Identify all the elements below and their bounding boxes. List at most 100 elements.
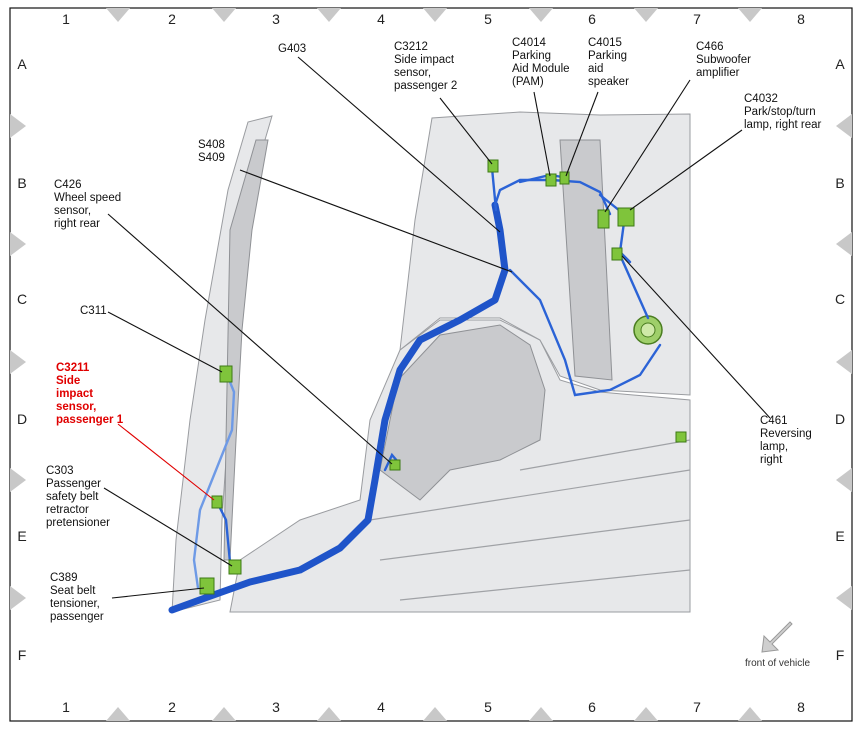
grid-row-a-right: A bbox=[835, 56, 845, 72]
leader-s408 bbox=[239, 169, 513, 273]
callout-c461: C461 Reversing lamp, right bbox=[760, 415, 812, 466]
pillar-harness bbox=[192, 370, 236, 590]
grid-col-3-top: 3 bbox=[272, 11, 280, 27]
callout-g403: G403 bbox=[278, 43, 306, 55]
callout-c389: C389 Seat belt tensioner, passenger bbox=[50, 572, 104, 623]
callout-s408-line-1: S408 bbox=[198, 139, 225, 151]
front-of-vehicle-label: front of vehicle bbox=[745, 658, 810, 669]
border-marker-top-1 bbox=[212, 8, 236, 22]
grid-col-4-top: 4 bbox=[377, 11, 385, 27]
callout-c461-line-4: right bbox=[760, 454, 783, 466]
connector-c4014 bbox=[545, 173, 557, 187]
callout-c426-line-4: right rear bbox=[54, 218, 100, 230]
leader-c311 bbox=[107, 311, 223, 373]
callout-c311-line-1: C311 bbox=[80, 305, 107, 317]
grid-row-b-left: B bbox=[17, 175, 26, 191]
callout-c389-line-1: C389 bbox=[50, 572, 78, 584]
callout-c466: C466 Subwoofer amplifier bbox=[696, 41, 751, 79]
grid-col-1-bottom: 1 bbox=[62, 699, 70, 715]
callout-c466-line-3: amplifier bbox=[696, 67, 740, 79]
border-marker-left-1 bbox=[10, 232, 26, 256]
callout-c466-line-1: C466 bbox=[696, 41, 724, 53]
leader-c303 bbox=[103, 487, 233, 567]
grid-row-f-right: F bbox=[836, 647, 845, 663]
callout-c4015: C4015 Parking aid speaker bbox=[588, 37, 629, 88]
connector-c303 bbox=[228, 559, 242, 575]
connector-c3212 bbox=[487, 159, 499, 173]
border-marker-bottom-2 bbox=[317, 707, 341, 721]
grid-row-c-left: C bbox=[17, 291, 27, 307]
border-marker-right-0 bbox=[836, 114, 852, 138]
connector-c426 bbox=[389, 459, 401, 471]
connector-c461 bbox=[611, 247, 623, 261]
callout-c426: C426 Wheel speed sensor, right rear bbox=[54, 179, 121, 230]
callout-c461-line-1: C461 bbox=[760, 415, 788, 427]
callout-c389-line-4: passenger bbox=[50, 611, 104, 623]
callout-c4014-line-2: Parking bbox=[512, 50, 551, 62]
lower-rear-harness bbox=[508, 268, 662, 397]
callout-c426-line-2: Wheel speed bbox=[54, 192, 121, 204]
leader-c426 bbox=[107, 213, 393, 465]
callout-c4032-line-1: C4032 bbox=[744, 93, 778, 105]
connector-c3211 bbox=[211, 495, 223, 509]
floor-ribs bbox=[369, 439, 691, 601]
callout-c4032-line-2: Park/stop/turn bbox=[744, 106, 816, 118]
grid-row-labels-left: A B C D E F bbox=[17, 56, 27, 663]
border-marker-top-3 bbox=[423, 8, 447, 22]
grid-col-7-top: 7 bbox=[693, 11, 701, 27]
callout-c3211-line-3: impact bbox=[56, 388, 93, 400]
leader-c461 bbox=[621, 255, 771, 419]
c-pillar-panel bbox=[171, 115, 273, 613]
border-marker-right-3 bbox=[836, 468, 852, 492]
callout-g403-line-1: G403 bbox=[278, 43, 306, 55]
grid-col-6-bottom: 6 bbox=[588, 699, 596, 715]
callout-c3212-line-3: sensor, bbox=[394, 67, 431, 79]
border-marker-top-6 bbox=[738, 8, 762, 22]
grid-border-markers bbox=[10, 8, 852, 721]
connector-c311 bbox=[219, 365, 233, 383]
callout-c3212-line-1: C3212 bbox=[394, 41, 428, 53]
border-marker-bottom-3 bbox=[423, 707, 447, 721]
connector-c4015 bbox=[559, 171, 570, 185]
callout-c303-line-4: retractor bbox=[46, 504, 89, 516]
callout-c303-line-2: Passenger bbox=[46, 478, 101, 490]
grid-col-5-top: 5 bbox=[484, 11, 492, 27]
grid-row-d-right: D bbox=[835, 411, 845, 427]
border-marker-left-0 bbox=[10, 114, 26, 138]
callout-s408-s409: S408 S409 bbox=[198, 139, 225, 164]
callout-c3212-line-4: passenger 2 bbox=[394, 80, 457, 92]
grid-column-labels-top: 1 2 3 4 5 6 7 8 bbox=[62, 11, 805, 27]
callout-c303-line-1: C303 bbox=[46, 465, 74, 477]
callout-c389-line-2: Seat belt bbox=[50, 585, 96, 597]
tail-lamp-center bbox=[640, 322, 656, 338]
grid-col-3-bottom: 3 bbox=[272, 699, 280, 715]
border-marker-top-2 bbox=[317, 8, 341, 22]
border-marker-right-1 bbox=[836, 232, 852, 256]
callout-c3212-line-2: Side impact bbox=[394, 54, 455, 66]
grid-col-2-top: 2 bbox=[168, 11, 176, 27]
border-marker-top-4 bbox=[529, 8, 553, 22]
callout-c4015-line-4: speaker bbox=[588, 76, 629, 88]
callout-c3211: C3211 Side impact sensor, passenger 1 bbox=[56, 362, 124, 426]
connector-c466 bbox=[597, 209, 610, 229]
grid-col-2-bottom: 2 bbox=[168, 699, 176, 715]
callout-c4015-line-2: Parking bbox=[588, 50, 627, 62]
grid-row-e-left: E bbox=[17, 528, 26, 544]
border-marker-bottom-4 bbox=[529, 707, 553, 721]
leader-c4015 bbox=[565, 91, 599, 177]
leader-g403 bbox=[297, 56, 501, 233]
border-marker-top-0 bbox=[106, 8, 130, 22]
border-marker-bottom-6 bbox=[738, 707, 762, 721]
callout-c303-line-5: pretensioner bbox=[46, 517, 110, 529]
callout-c461-line-3: lamp, bbox=[760, 441, 788, 453]
grid-col-8-bottom: 8 bbox=[797, 699, 805, 715]
callout-c461-line-2: Reversing bbox=[760, 428, 812, 440]
connector-c4032 bbox=[617, 207, 635, 227]
callout-c3211-line-1: C3211 bbox=[56, 362, 90, 374]
callout-c4015-line-3: aid bbox=[588, 63, 603, 75]
border-marker-bottom-5 bbox=[634, 707, 658, 721]
grid-col-4-bottom: 4 bbox=[377, 699, 385, 715]
c-pillar-inner bbox=[223, 139, 269, 561]
callout-c426-line-1: C426 bbox=[54, 179, 82, 191]
